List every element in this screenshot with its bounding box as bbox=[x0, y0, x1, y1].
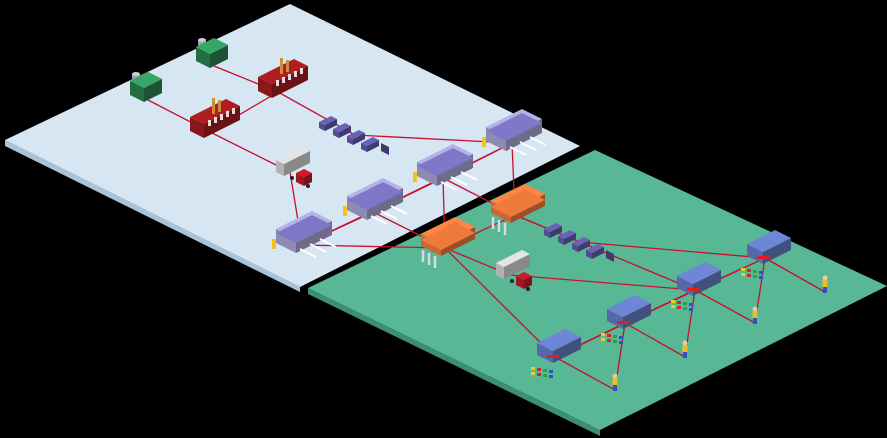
store-icon-store-3 bbox=[601, 295, 651, 344]
factory-icon-factory-1 bbox=[190, 98, 240, 138]
link-train-2-store-1 bbox=[579, 241, 766, 259]
silo-warehouse-icon-supplier-1 bbox=[130, 72, 162, 102]
silo-warehouse-icon-supplier-2 bbox=[196, 38, 228, 68]
person-icon-customer-3 bbox=[682, 340, 688, 358]
truck-icon-truck-2 bbox=[496, 250, 532, 291]
link-warehouse-4-dc-2 bbox=[301, 244, 446, 249]
link-store-1-customer-1 bbox=[764, 257, 826, 293]
distribution-center-icon-dc-1 bbox=[491, 184, 545, 235]
person-icon-customer-1 bbox=[822, 275, 828, 293]
warehouse-icon-warehouse-4 bbox=[272, 211, 337, 258]
truck-icon-truck-1 bbox=[276, 147, 312, 188]
link-truck-2-store-2 bbox=[509, 274, 696, 291]
link-store-4-customer-4 bbox=[554, 356, 616, 391]
factory-icon-factory-2 bbox=[258, 58, 308, 98]
link-dc-2-store-4 bbox=[444, 247, 556, 358]
link-dc-1-store-2 bbox=[514, 214, 696, 291]
person-icon-customer-4 bbox=[612, 373, 618, 391]
warehouse-icon-warehouse-1 bbox=[482, 109, 547, 156]
train-icon-train-1 bbox=[319, 116, 389, 155]
store-icon-store-4 bbox=[531, 329, 581, 378]
warehouse-icon-warehouse-3 bbox=[343, 178, 408, 225]
link-store-3-customer-3 bbox=[624, 322, 686, 358]
person-icon-customer-2 bbox=[752, 306, 758, 324]
link-store-2-customer-2 bbox=[694, 289, 756, 324]
store-icon-store-2 bbox=[671, 262, 721, 311]
store-icon-store-1 bbox=[741, 230, 791, 279]
distribution-center-icon-dc-2 bbox=[421, 217, 475, 268]
train-icon-train-2 bbox=[544, 223, 614, 262]
warehouse-icon-warehouse-2 bbox=[413, 144, 478, 191]
